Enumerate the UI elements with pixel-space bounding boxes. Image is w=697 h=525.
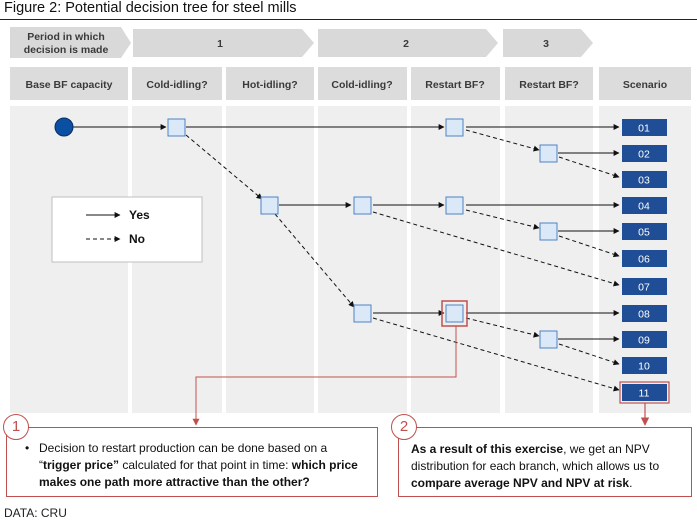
scenario-boxes: 01 02 03 04 05 06 07 08 09 10 11 xyxy=(619,119,670,404)
edge-no xyxy=(274,213,355,308)
decision-node xyxy=(445,118,464,137)
yes-edges xyxy=(73,124,620,342)
decision-nodes xyxy=(167,118,558,349)
col-header-cold-idling-2: Cold-idling? xyxy=(331,79,392,91)
period-1-chevron xyxy=(133,29,314,57)
data-source: DATA: CRU xyxy=(4,506,67,520)
scenario-box xyxy=(622,357,667,374)
edge-no xyxy=(558,343,620,366)
figure-title: Figure 2: Potential decision tree for st… xyxy=(4,0,297,16)
col-header-bg xyxy=(599,67,691,100)
scenario-label: 09 xyxy=(638,335,650,347)
period-2-label: 2 xyxy=(403,38,409,50)
bullet-glyph: • xyxy=(25,441,30,455)
period-3-label: 3 xyxy=(543,38,549,50)
period-1-label: 1 xyxy=(217,38,223,50)
scenario-box xyxy=(622,119,667,136)
scenario-label: 03 xyxy=(638,175,650,187)
legend-yes-label: Yes xyxy=(129,208,150,222)
period-2-chevron xyxy=(318,29,498,57)
scenario-label: 04 xyxy=(638,201,650,213)
edge-no xyxy=(465,209,540,230)
col-header-bg xyxy=(318,67,407,100)
callout-1-bold-1: trigger price” xyxy=(43,458,120,472)
scenario-box xyxy=(622,384,667,401)
decision-node xyxy=(539,144,558,163)
callout-2-bold-1: As a result of this exercise xyxy=(411,442,564,456)
callout-1-item: • Decision to restart production can be d… xyxy=(25,440,369,491)
callout-1-bold-2: which price makes one path more attracti… xyxy=(39,458,358,489)
callout-npv-distribution: As a result of this exercise, we get an … xyxy=(398,427,692,497)
col-header-hot-idling: Hot-idling? xyxy=(242,79,297,91)
col-header-bg xyxy=(226,67,314,100)
scenario-label: 08 xyxy=(638,309,650,321)
edge-no xyxy=(372,317,620,392)
legend-box xyxy=(51,196,203,263)
period-header-line1: Period in which xyxy=(27,31,105,43)
scenario-label: 01 xyxy=(638,123,650,135)
scenario-label: 11 xyxy=(639,388,650,400)
legend: Yes No xyxy=(51,196,203,263)
callout-1-list: • Decision to restart production can be d… xyxy=(25,440,369,491)
column-band xyxy=(318,106,407,413)
column-band xyxy=(226,106,314,413)
scenario-box xyxy=(622,250,667,267)
period-row: Period in which decision is made 1 2 3 xyxy=(10,27,593,58)
decision-node xyxy=(167,118,186,137)
scenario-box xyxy=(622,171,667,188)
scenario-label: 02 xyxy=(638,149,650,161)
edge-no xyxy=(465,317,540,338)
edge-no xyxy=(185,134,263,200)
decision-node xyxy=(353,304,372,323)
title-rule xyxy=(0,19,697,20)
edge-no xyxy=(558,156,620,179)
scenario-box xyxy=(622,223,667,240)
col-header-bg xyxy=(132,67,222,100)
period-header-line2: decision is made xyxy=(24,44,109,56)
scenario-box xyxy=(622,331,667,348)
decision-node xyxy=(260,196,279,215)
callout-1-number-badge: 1 xyxy=(3,414,29,440)
col-header-restart-bf-2: Restart BF? xyxy=(519,79,579,91)
edge-no xyxy=(372,211,620,287)
period-header-chevron xyxy=(10,27,131,58)
callout-2-number-badge: 2 xyxy=(391,414,417,440)
decision-node xyxy=(445,304,464,323)
scenario-label: 10 xyxy=(638,361,650,373)
col-header-restart-bf-1: Restart BF? xyxy=(425,79,485,91)
scenario-label: 05 xyxy=(638,227,650,239)
scenario-box xyxy=(622,278,667,295)
no-edges xyxy=(185,129,620,392)
period-3-chevron xyxy=(503,29,593,57)
callout-1-connector xyxy=(192,326,457,426)
decision-node xyxy=(353,196,372,215)
scenario-box xyxy=(622,145,667,162)
callout-1-text-1: Decision to restart production can be do… xyxy=(39,441,328,472)
decision-node xyxy=(539,330,558,349)
column-headers: Base BF capacity Cold-idling? Hot-idling… xyxy=(10,67,691,100)
edge-no xyxy=(465,129,540,152)
edge-no xyxy=(558,235,620,258)
decision-node xyxy=(445,196,464,215)
col-header-base-bf: Base BF capacity xyxy=(26,79,113,91)
callout-2-text-2: . xyxy=(629,476,633,490)
legend-no-label: No xyxy=(129,232,145,246)
decision-node xyxy=(539,222,558,241)
start-node xyxy=(54,117,74,137)
col-header-cold-idling-1: Cold-idling? xyxy=(146,79,207,91)
highlighted-decision-node-outline xyxy=(441,300,468,327)
callout-1-text-2: calculated for that point in time: xyxy=(119,458,292,472)
col-header-bg xyxy=(10,67,128,100)
callout-trigger-price: • Decision to restart production can be d… xyxy=(6,427,378,497)
callout-2-text-1: , we get an NPV distribution for each br… xyxy=(411,442,660,473)
scenario-box xyxy=(622,197,667,214)
col-header-bg xyxy=(411,67,500,100)
scenario-box xyxy=(622,305,667,322)
scenario-label: 06 xyxy=(638,254,650,266)
col-header-scenario: Scenario xyxy=(623,79,667,91)
col-header-bg xyxy=(505,67,593,100)
callout-2-bold-2: compare average NPV and NPV at risk xyxy=(411,476,630,490)
scenario-label: 07 xyxy=(638,282,650,294)
